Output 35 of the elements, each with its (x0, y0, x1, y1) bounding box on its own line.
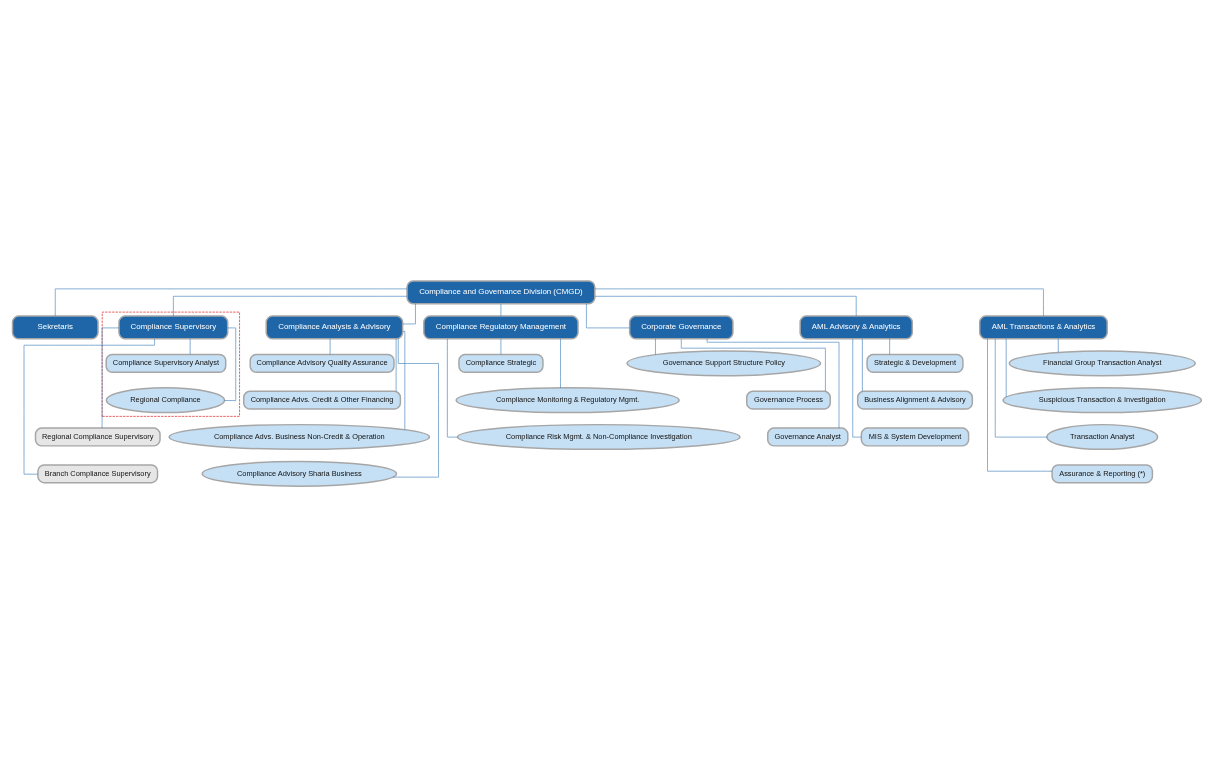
connector (500, 303, 502, 317)
connector (994, 338, 1048, 438)
connector (852, 338, 862, 438)
connector (447, 338, 458, 438)
connector (54, 288, 408, 317)
connector (889, 338, 890, 355)
connector (189, 338, 191, 355)
connector (706, 338, 840, 429)
connector (224, 327, 237, 401)
node-box: Compliance and Governance Division (CMGD) (406, 280, 596, 305)
connector (987, 338, 1053, 472)
node-box: Corporate Governance (628, 315, 734, 340)
connector (1005, 338, 1007, 398)
connector (862, 338, 863, 392)
node-box: AML Advisory & Analytics (799, 315, 913, 340)
connector (500, 338, 502, 355)
connector (392, 338, 439, 478)
connector (586, 303, 630, 329)
connector (681, 338, 826, 392)
connector (655, 338, 656, 355)
connector (594, 288, 1044, 317)
node-box: AML Transactions & Analytics (979, 315, 1108, 340)
connector (402, 303, 416, 325)
connector (594, 296, 857, 317)
node-box: Compliance Analysis & Advisory (265, 315, 404, 340)
connector (402, 331, 406, 431)
node-box: Compliance Regulatory Management (423, 315, 579, 340)
node-box: Sekretaris (11, 315, 99, 340)
connector (101, 327, 120, 429)
connector (395, 338, 397, 392)
connector (560, 338, 561, 389)
connector (173, 296, 408, 317)
connector (1057, 338, 1059, 353)
node-box: Compliance Supervisory (118, 315, 229, 340)
connector (329, 338, 331, 355)
